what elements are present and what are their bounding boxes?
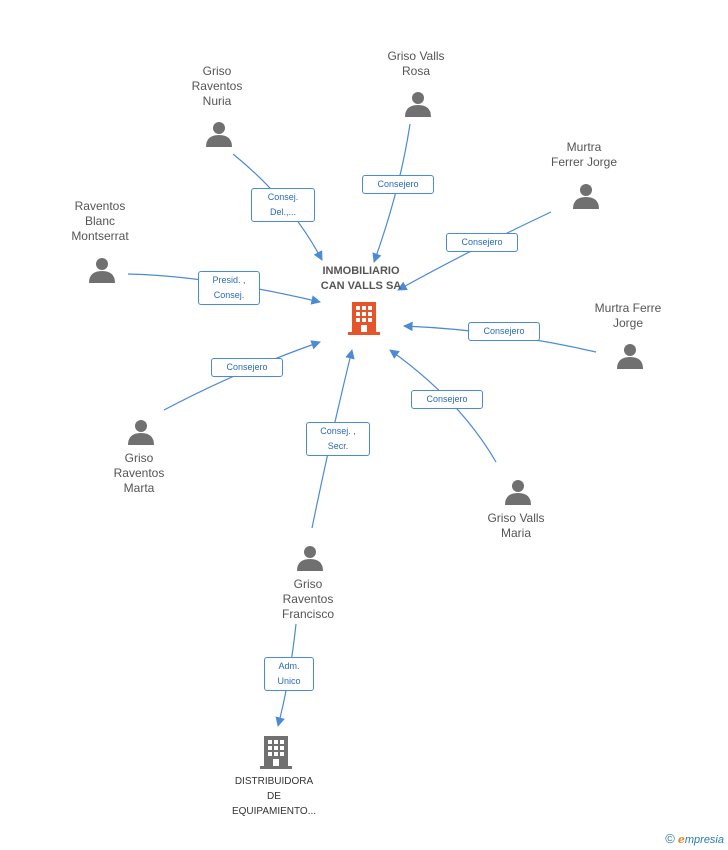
edge-role-label[interactable]: Adm. Unico	[264, 657, 314, 691]
person-name[interactable]: Griso Raventos Nuria	[191, 64, 243, 108]
subsidiary-company-name[interactable]: DISTRIBUIDORA DE EQUIPAMIENTO...	[231, 776, 317, 817]
person-name[interactable]: Murtra Ferre Jorge	[594, 301, 662, 330]
person-name[interactable]: Griso Valls Rosa	[387, 49, 445, 78]
person-name[interactable]: Griso Raventos Marta	[113, 451, 165, 495]
person-icon[interactable]	[126, 417, 156, 447]
person-name[interactable]: Griso Raventos Francisco	[281, 577, 334, 621]
person-icon[interactable]	[204, 119, 234, 149]
edge-role-label[interactable]: Consej. Del.,...	[251, 188, 315, 222]
person-name[interactable]: Griso Valls Maria	[487, 511, 545, 540]
edge-role-label[interactable]: Consejero	[411, 390, 483, 409]
person-name[interactable]: Murtra Ferrer Jorge	[550, 140, 618, 169]
person-icon[interactable]	[403, 89, 433, 119]
office-building-icon[interactable]	[348, 300, 380, 336]
edge-role-label[interactable]: Consej. , Secr.	[306, 422, 370, 456]
office-building-icon[interactable]	[260, 734, 292, 770]
brand-initial: e	[677, 833, 685, 846]
brand-name: mpresia	[684, 834, 724, 846]
person-icon[interactable]	[87, 255, 117, 285]
edge-role-label[interactable]: Consejero	[211, 358, 283, 377]
edge-role-label[interactable]: Consejero	[468, 322, 540, 341]
brand-logo: ©empresia	[665, 831, 724, 846]
person-icon[interactable]	[295, 543, 325, 573]
edge-role-label[interactable]: Consejero	[362, 175, 434, 194]
edge-role-label[interactable]: Presid. , Consej.	[198, 271, 260, 305]
copyright-symbol: ©	[665, 831, 675, 846]
person-icon[interactable]	[571, 181, 601, 211]
center-company-name[interactable]: INMOBILIARIO CAN VALLS SA	[320, 265, 402, 292]
person-icon[interactable]	[615, 341, 645, 371]
person-icon[interactable]	[503, 477, 533, 507]
edge-role-label[interactable]: Consejero	[446, 233, 518, 252]
person-name[interactable]: Raventos Blanc Montserrat	[71, 199, 129, 243]
